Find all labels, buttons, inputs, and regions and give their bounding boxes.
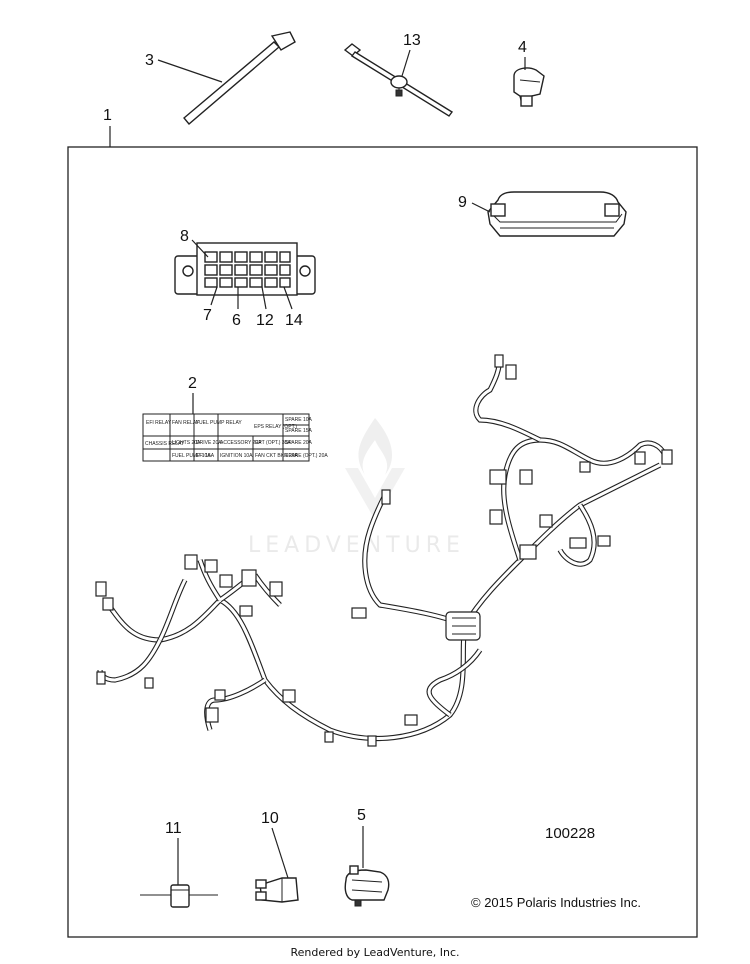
- connector-part: [344, 865, 390, 907]
- flame-logo-icon: [345, 418, 405, 520]
- callout-4: 4: [518, 39, 527, 56]
- label-eps-relay: EPS RELAY (OPT.): [254, 424, 297, 430]
- label-fuel-pump: FUEL PUMP 10A: [172, 453, 211, 459]
- callout-10-leader: [271, 827, 289, 879]
- label-accessory: ACCESSORY 20A: [220, 440, 262, 446]
- callout-11: 11: [165, 820, 182, 837]
- label-drive: DRIVE 20A: [196, 440, 222, 446]
- callout-9-leader: [471, 202, 491, 213]
- diagram-number: 100228: [545, 825, 595, 842]
- callout-12: 12: [256, 312, 274, 329]
- label-spare-15a: SPARE 15A: [285, 428, 313, 434]
- main-wire-harness: [95, 354, 673, 747]
- copyright-notice: © 2015 Polaris Industries Inc.: [471, 895, 641, 910]
- fuse-box-cover-part: [487, 191, 627, 237]
- label-spare-opt: SPARE (OPT.) 20A: [285, 453, 328, 459]
- harness-connectors: [95, 354, 673, 747]
- callout-2: 2: [188, 375, 197, 392]
- callout-6: 6: [232, 312, 241, 329]
- clip-part: [513, 67, 545, 107]
- callout-8: 8: [180, 228, 189, 245]
- callout-8-leader: [191, 239, 209, 258]
- label-efi: EFI 15A: [196, 453, 215, 459]
- fuse-slots: [204, 251, 291, 288]
- fuse-block-part: [174, 242, 316, 296]
- label-chassis-relay: CHASSIS RELAY: [145, 441, 185, 447]
- callout-10: 10: [261, 810, 279, 827]
- cable-tie-part: [183, 31, 296, 125]
- callout-14: 14: [285, 312, 303, 329]
- callout-13: 13: [403, 32, 421, 49]
- label-fan-ckt: FAN CKT BKR 20A: [255, 453, 299, 459]
- push-mount-tie-part: [343, 43, 454, 117]
- label-fan-relay: FAN RELAY: [172, 420, 200, 426]
- callout-5: 5: [357, 807, 366, 824]
- callout-7: 7: [203, 307, 212, 324]
- diode-part: [140, 884, 218, 908]
- label-efi-relay: EFI RELAY: [146, 420, 172, 426]
- label-ignition: IGNITION 10A: [220, 453, 253, 459]
- resistor-part: [255, 877, 299, 903]
- callout-12-leader: [261, 286, 267, 310]
- callout-14-leader: [283, 286, 293, 310]
- label-lights: LIGHTS 20A: [172, 440, 201, 446]
- harness-trunk: [102, 462, 662, 741]
- callout-1: 1: [103, 107, 112, 124]
- footer-credit: Rendered by LeadVenture, Inc.: [290, 946, 460, 959]
- leadventure-watermark: LEADVENTURE: [248, 418, 465, 558]
- callout-9: 9: [458, 194, 467, 211]
- label-ept-opt: EPT (OPT.) 30A: [255, 440, 291, 446]
- harness-branches: [97, 354, 668, 731]
- fuse-label-decal: EFI RELAY FAN RELAY FUEL PUMP RELAY EPS …: [142, 413, 328, 462]
- watermark-text: LEADVENTURE: [248, 533, 465, 558]
- harness-kit-frame: [67, 146, 698, 938]
- callout-3-leader: [157, 59, 223, 83]
- callout-7-leader: [210, 286, 218, 306]
- label-fuel-pump-relay: FUEL PUMP RELAY: [196, 420, 242, 426]
- label-spare-10a: SPARE 10A: [285, 417, 313, 423]
- callout-3: 3: [145, 52, 154, 69]
- callout-13-leader: [401, 49, 411, 77]
- label-spare-20a: SPARE 20A: [285, 440, 313, 446]
